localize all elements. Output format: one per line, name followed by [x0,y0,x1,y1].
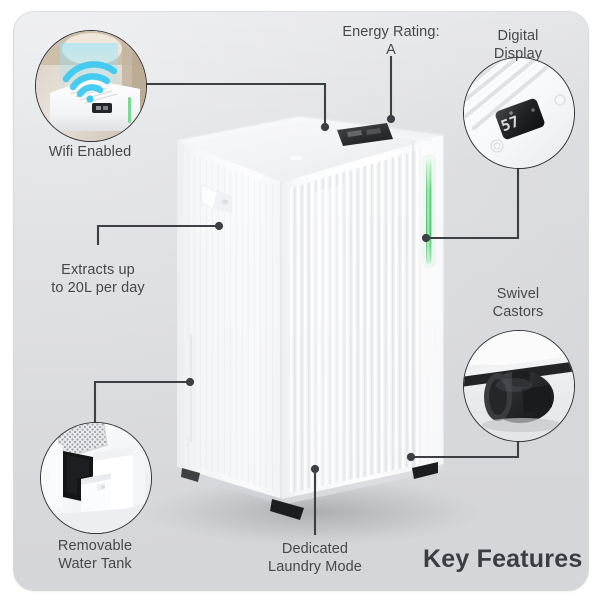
label-digital-display: Digital Display [493,28,543,62]
label-swivel-castors: Swivel Castors [492,286,544,320]
callout-bubble-swivel-castors[interactable] [463,330,575,442]
key-features-title: Key Features [423,545,583,573]
label-dedicated-laundry-mode: Dedicated Laundry Mode [268,541,362,575]
castor-feet [181,462,438,520]
side-handle [200,184,232,214]
callout-bubble-removable-water-tank[interactable] [40,422,152,534]
wifi-waves [62,61,118,98]
label-energy-rating: Energy Rating: A [342,24,440,58]
label-wifi-enabled: Wifi Enabled [48,144,132,160]
svg-text:57: 57 [498,112,521,135]
callout-bubble-wifi-enabled[interactable] [35,30,147,142]
callout-bubble-digital-display[interactable]: 57 [463,57,575,169]
label-extracts-capacity: Extracts up to 20L per day [51,262,145,296]
led-indicator-strip [422,154,436,268]
label-removable-water-tank: Removable Water Tank [57,538,133,572]
top-control-panel [337,123,393,146]
